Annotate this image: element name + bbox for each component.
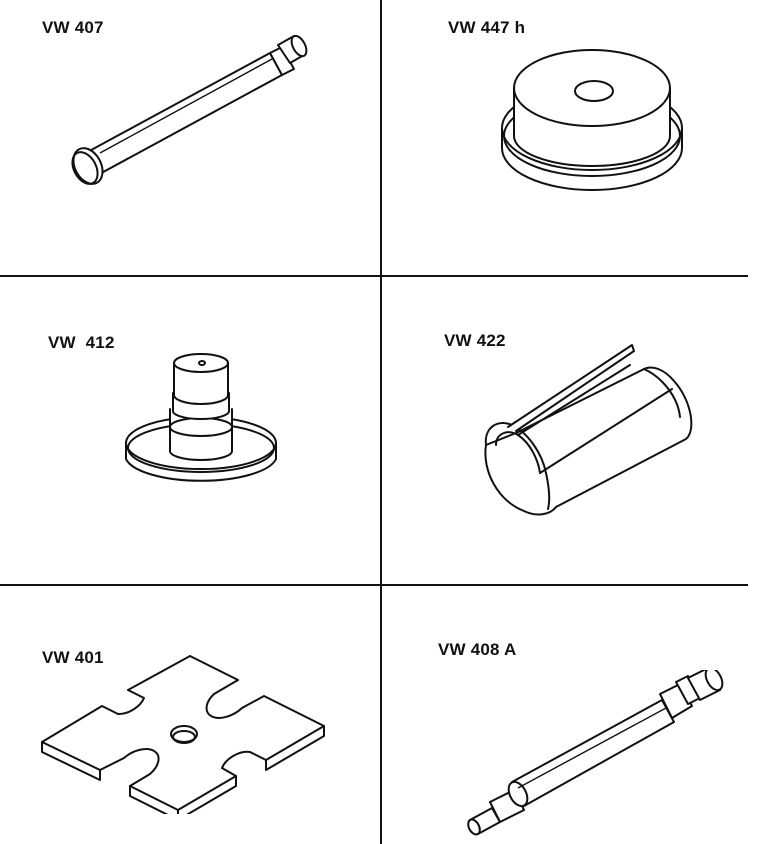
tool-label: VW 401 xyxy=(42,648,104,667)
tool-cell-vw-422: VW 422 xyxy=(382,277,748,584)
horizontal-divider-top xyxy=(0,275,748,277)
drift-pin-icon xyxy=(71,35,308,185)
tool-label: VW 412 xyxy=(48,333,115,352)
split-sleeve-icon xyxy=(484,344,693,516)
tool-label: VW 447 h xyxy=(448,18,526,37)
tool-cell-vw-401: VW 401 xyxy=(0,586,380,844)
tool-cell-vw-407: VW 407 xyxy=(0,0,380,275)
tool-label: VW 408 A xyxy=(438,640,517,659)
vertical-divider xyxy=(380,0,382,844)
cross-plate-icon xyxy=(41,655,325,814)
tool-cell-vw-447h: VW 447 h xyxy=(382,0,748,275)
tool-label: VW 407 xyxy=(42,18,104,37)
thrust-plate-icon xyxy=(501,49,683,191)
long-drift-icon xyxy=(467,670,724,836)
tool-cell-vw-412: VW 412 xyxy=(0,277,380,584)
tool-cell-vw-408a: VW 408 A xyxy=(382,586,748,844)
stepped-mandrel-icon xyxy=(125,353,277,482)
tool-label: VW 422 xyxy=(444,331,506,350)
horizontal-divider-bottom xyxy=(0,584,748,586)
